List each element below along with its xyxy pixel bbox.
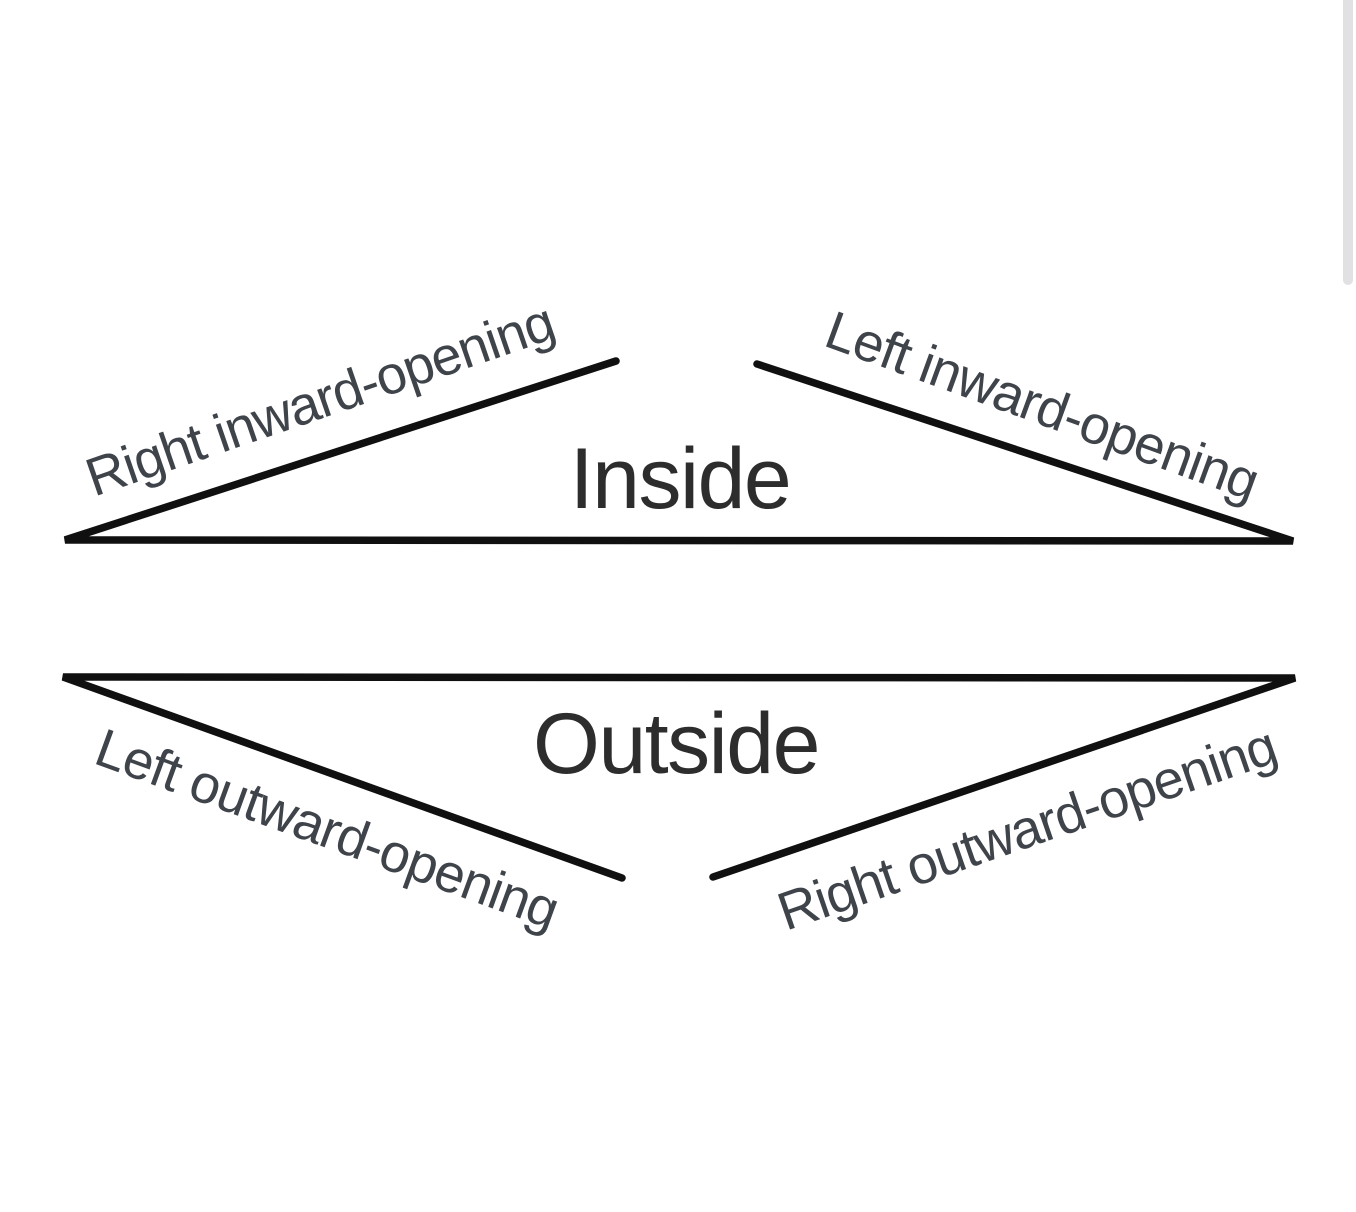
inside-swing-lines [63, 357, 1295, 545]
inside-heading: Inside [569, 431, 792, 527]
scrollbar-thumb[interactable] [1343, 0, 1353, 285]
outside-heading: Outside [533, 696, 820, 792]
outside-swing-lines [61, 673, 1297, 882]
